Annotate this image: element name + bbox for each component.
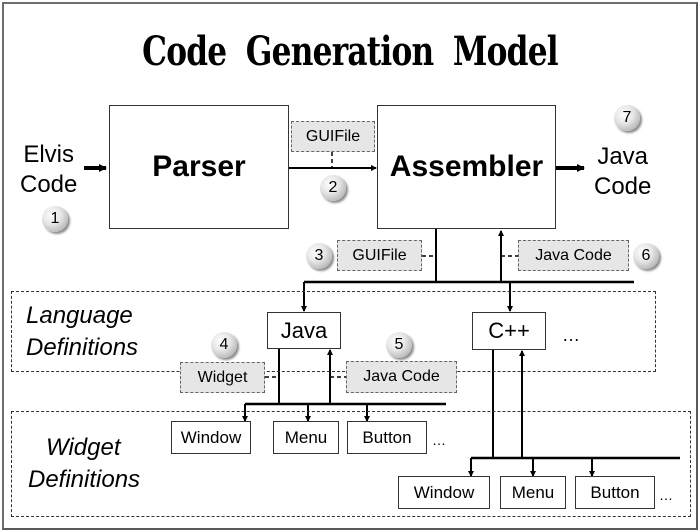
- cpp-widget-button[interactable]: Button: [575, 476, 655, 509]
- java-widget-button[interactable]: Button: [347, 421, 427, 454]
- step-badge-4: 4: [211, 332, 237, 358]
- tag-guifile-assembler: GUIFile: [337, 240, 422, 271]
- cpp-widget-more-ellipsis: …: [659, 487, 673, 503]
- tag-guifile-parser: GUIFile: [291, 121, 375, 152]
- language-more-ellipsis: …: [562, 325, 580, 345]
- step-badge-7: 7: [614, 105, 640, 131]
- step-badge-5: 5: [386, 332, 412, 358]
- tag-java-code-widget: Java Code: [346, 361, 457, 393]
- step-badge-6: 6: [633, 243, 659, 269]
- step-badge-1: 1: [42, 206, 68, 232]
- java-code-output-label: Java Code: [594, 143, 652, 200]
- widget-definitions-region: [11, 411, 691, 517]
- language-definitions-label: Language Definitions: [26, 302, 139, 361]
- elvis-code-label: Elvis Code: [20, 141, 78, 198]
- widget-definitions-label: Widget Definitions: [28, 434, 141, 493]
- parser-box[interactable]: Parser: [109, 105, 289, 229]
- tag-widget: Widget: [180, 362, 265, 393]
- assembler-box[interactable]: Assembler: [377, 105, 556, 229]
- step-badge-3: 3: [306, 243, 332, 269]
- java-widget-more-ellipsis: …: [432, 432, 446, 448]
- diagram-title: Code Generation Model: [142, 28, 558, 75]
- cpp-widget-menu[interactable]: Menu: [500, 476, 566, 509]
- language-box-cpp[interactable]: C++: [472, 312, 546, 350]
- step-badge-2: 2: [320, 175, 346, 201]
- cpp-widget-window[interactable]: Window: [398, 476, 490, 509]
- java-widget-menu[interactable]: Menu: [273, 421, 339, 454]
- tag-java-code-assembler: Java Code: [518, 240, 629, 271]
- java-widget-window[interactable]: Window: [171, 421, 251, 454]
- language-box-java[interactable]: Java: [267, 312, 341, 349]
- language-definitions-region: [11, 291, 656, 372]
